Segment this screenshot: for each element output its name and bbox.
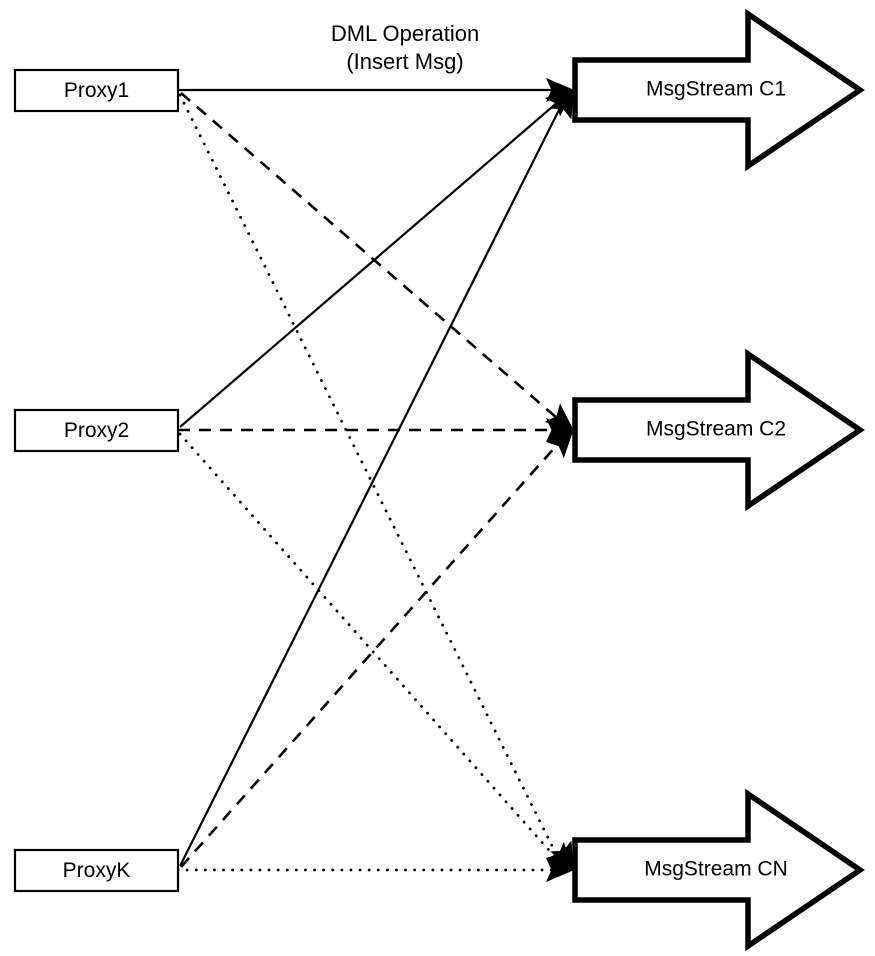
stream-c1-shape: [572, 8, 865, 172]
proxy2-node[interactable]: Proxy2: [13, 408, 180, 453]
arrowhead-into-stream-cn: [546, 858, 575, 882]
stream-c1-label: MsgStream C1: [646, 78, 786, 101]
edge-label-line-2: (Insert Msg): [346, 49, 463, 74]
arrowheads-layer: [544, 78, 575, 882]
edge-proxy1-to-stream-c2: [180, 92, 566, 426]
stream-cn-shape: [572, 788, 865, 952]
arrowhead-into-stream-c2: [546, 418, 575, 442]
arrowhead-into-stream-cn: [546, 841, 574, 871]
edge-label-line-1: DML Operation: [331, 21, 479, 46]
proxy1-box: [13, 68, 180, 113]
stream-c2-label: MsgStream C2: [646, 418, 786, 441]
proxyK-box: [13, 848, 180, 893]
proxy2-label: Proxy2: [64, 419, 129, 442]
edge-label-dml-operation: DML Operation (Insert Msg): [331, 21, 479, 74]
proxy1-node[interactable]: Proxy1: [13, 68, 180, 113]
arrowhead-into-stream-c2: [546, 429, 574, 459]
edges-layer: [176, 88, 568, 872]
arrowhead-into-stream-c1: [550, 88, 574, 120]
proxyK-label: ProxyK: [63, 859, 131, 882]
stream-cn[interactable]: MsgStream CN: [572, 788, 865, 952]
stream-c1[interactable]: MsgStream C1: [572, 8, 865, 172]
proxyK-node[interactable]: ProxyK: [13, 848, 180, 893]
stream-c2[interactable]: MsgStream C2: [572, 348, 865, 512]
streams-layer: MsgStream C1 MsgStream C2 MsgStream CN: [572, 8, 865, 952]
edge-proxy2-to-stream-cn: [178, 432, 565, 868]
proxy1-label: Proxy1: [64, 79, 129, 102]
stream-c2-shape: [572, 348, 865, 512]
edge-proxy2-to-stream-c1: [179, 94, 567, 428]
edge-proxyK-to-stream-c1: [179, 95, 567, 867]
proxy2-box: [13, 408, 180, 453]
stream-cn-label: MsgStream CN: [644, 858, 788, 881]
